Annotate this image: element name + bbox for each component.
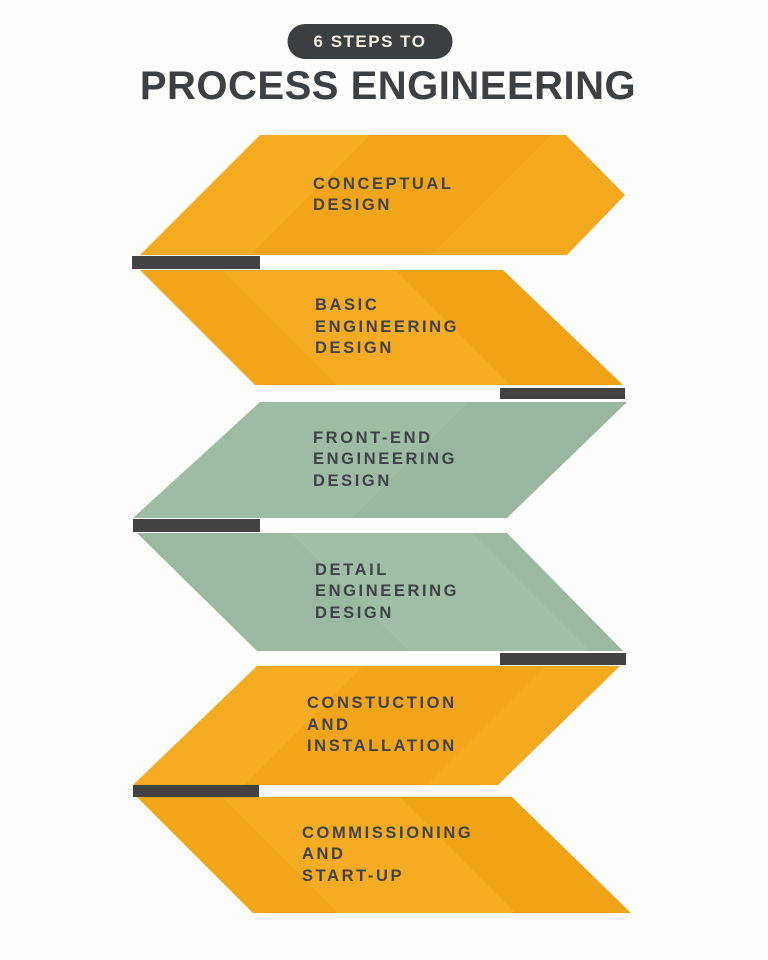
step-label-line: FRONT-END xyxy=(313,428,433,447)
step-label: COMMISSIONING AND START-UP xyxy=(302,823,473,888)
connector-bar xyxy=(133,519,260,532)
step-label-line: CONCEPTUAL xyxy=(313,174,454,193)
step-label-line: AND xyxy=(302,845,346,864)
step-arrow: COMMISSIONING AND START-UP xyxy=(137,797,631,913)
connector-bar xyxy=(500,653,626,665)
step-label-line: ENGINEERING xyxy=(315,582,460,601)
steps-count-badge: 6 STEPS TO xyxy=(287,24,453,59)
step-label-line: CONSTUCTION xyxy=(307,694,457,713)
step-label-line: DETAIL xyxy=(315,560,389,579)
step-label-line: ENGINEERING xyxy=(315,317,460,336)
connector-bar xyxy=(132,256,260,269)
step-label-line: INSTALLATION xyxy=(307,737,457,756)
step-label: CONCEPTUAL DESIGN xyxy=(313,174,454,217)
step-label-line: ENGINEERING xyxy=(313,450,458,469)
step-label-line: DESIGN xyxy=(313,471,392,490)
step-label-line: START-UP xyxy=(302,866,405,885)
step-label-line: DESIGN xyxy=(315,603,394,622)
connector-bar xyxy=(133,785,259,797)
step-label: FRONT-END ENGINEERING DESIGN xyxy=(313,428,457,493)
step-label-line: COMMISSIONING xyxy=(302,823,474,842)
step-arrow: DETAIL ENGINEERING DESIGN xyxy=(137,533,623,651)
connector-bar xyxy=(500,388,625,399)
step-label-line: DESIGN xyxy=(313,196,392,214)
step-arrow: BASIC ENGINEERING DESIGN xyxy=(140,270,623,385)
step-label-line: AND xyxy=(307,715,351,734)
page-title: PROCESS ENGINEERING xyxy=(139,64,637,108)
step-label-line: DESIGN xyxy=(315,339,394,358)
step-arrow: FRONT-END ENGINEERING DESIGN xyxy=(133,402,627,518)
step-label: CONSTUCTION AND INSTALLATION xyxy=(307,693,457,758)
step-arrow: CONSTUCTION AND INSTALLATION xyxy=(133,666,620,785)
step-label-line: BASIC xyxy=(315,296,380,315)
step-arrow: CONCEPTUAL DESIGN xyxy=(140,135,625,255)
step-label: BASIC ENGINEERING DESIGN xyxy=(315,295,459,360)
step-label: DETAIL ENGINEERING DESIGN xyxy=(315,560,459,625)
